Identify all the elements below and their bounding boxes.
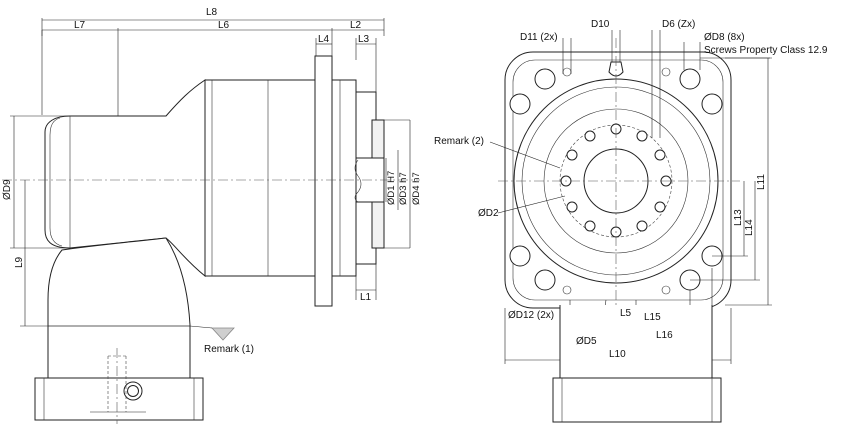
label-L5: L5 bbox=[620, 308, 632, 319]
label-D3: ØD3 h7 bbox=[398, 172, 409, 205]
label-remark1: Remark (1) bbox=[204, 344, 254, 355]
label-L13: L13 bbox=[733, 209, 744, 226]
label-screws: Screws Property Class 12.9 bbox=[704, 45, 828, 56]
label-D9: ØD9 bbox=[2, 179, 13, 200]
label-L8: L8 bbox=[206, 7, 218, 18]
front-view bbox=[489, 30, 772, 423]
label-D5: ØD5 bbox=[576, 336, 597, 347]
label-D10: D10 bbox=[591, 19, 610, 30]
label-L14: L14 bbox=[744, 219, 755, 236]
label-L2: L2 bbox=[350, 20, 362, 31]
side-view bbox=[2, 18, 420, 424]
label-L16: L16 bbox=[656, 330, 673, 341]
label-L15: L15 bbox=[644, 312, 661, 323]
label-L9: L9 bbox=[14, 256, 25, 268]
label-L1: L1 bbox=[360, 292, 372, 303]
label-D4: ØD4 h7 bbox=[411, 172, 422, 205]
label-L3: L3 bbox=[358, 34, 370, 45]
label-D2: ØD2 bbox=[478, 208, 499, 219]
label-D11: D11 (2x) bbox=[520, 32, 558, 43]
label-L4: L4 bbox=[318, 34, 330, 45]
label-L11: L11 bbox=[756, 174, 767, 190]
label-D6: D6 (Zx) bbox=[662, 19, 695, 30]
label-D12: ØD12 (2x) bbox=[508, 310, 554, 321]
label-L6: L6 bbox=[218, 20, 230, 31]
label-L10: L10 bbox=[609, 349, 626, 360]
label-L7: L7 bbox=[74, 20, 86, 31]
label-D1: ØD1 H7 bbox=[386, 171, 397, 205]
label-remark2: Remark (2) bbox=[434, 136, 484, 147]
label-D8: ØD8 (8x) bbox=[704, 32, 745, 43]
